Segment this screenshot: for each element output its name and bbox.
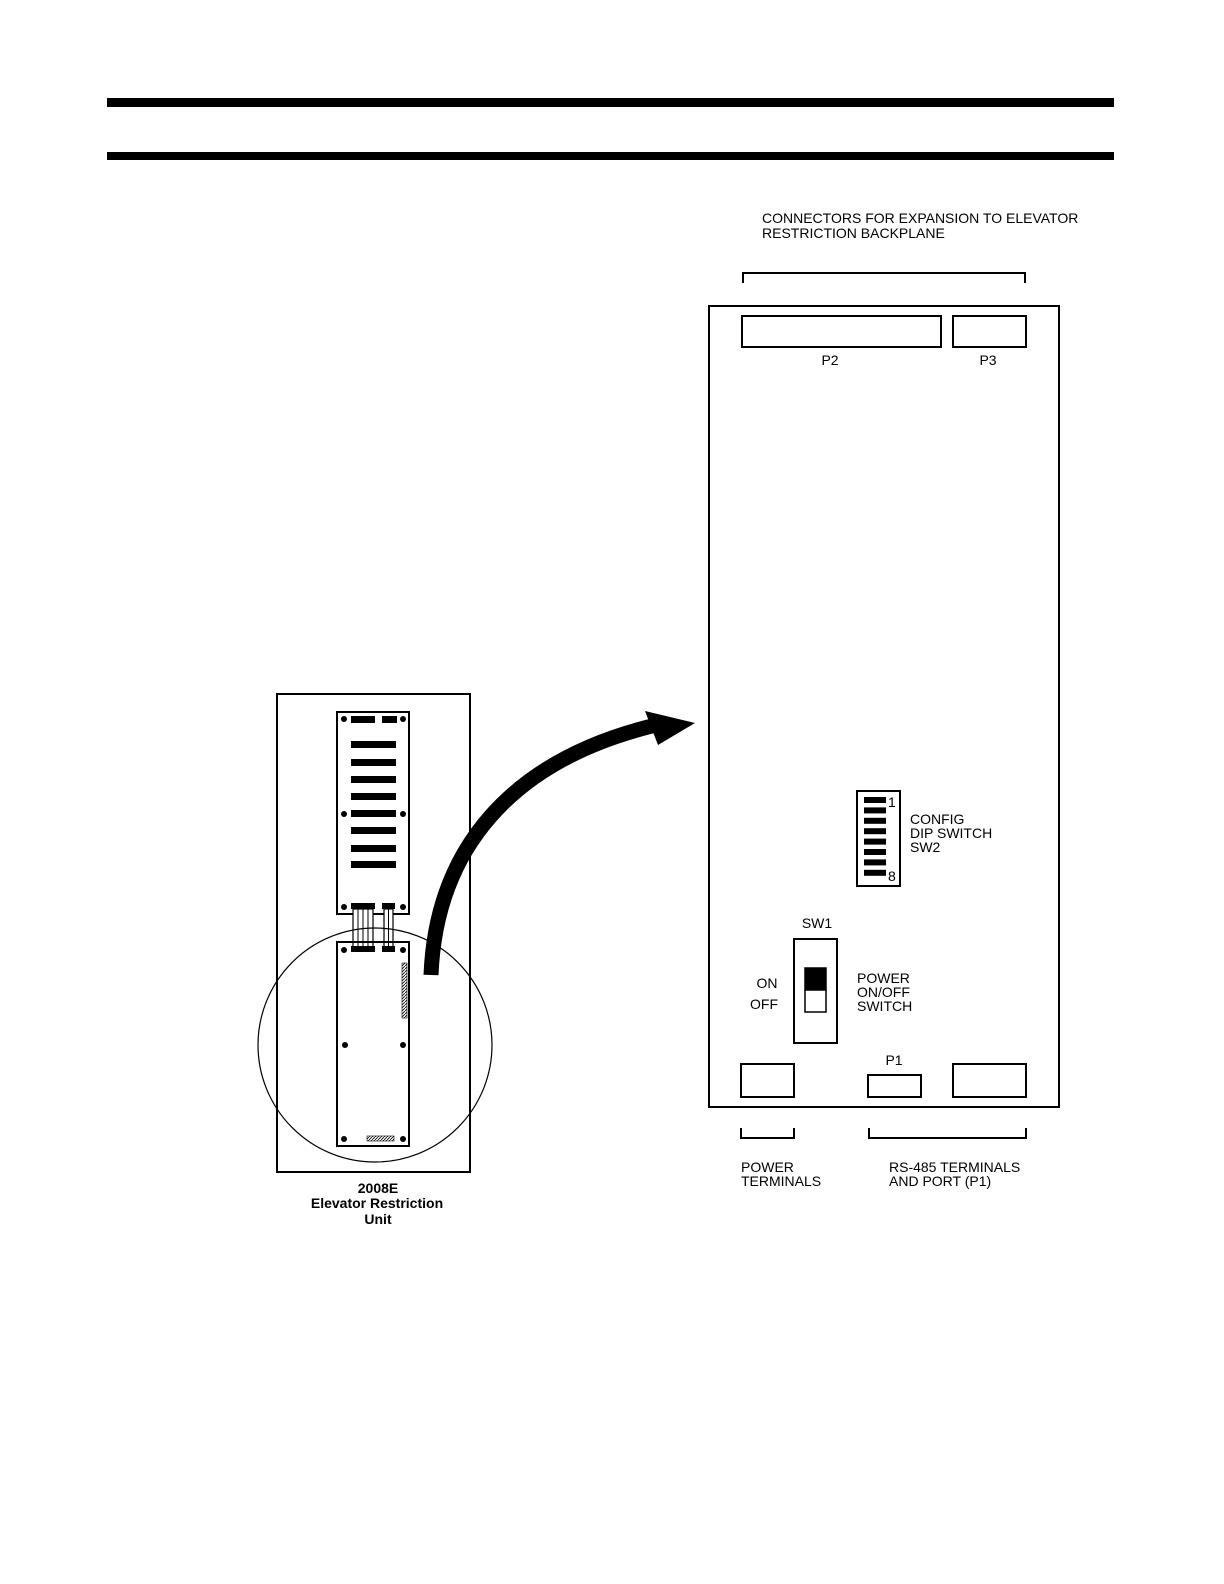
dip-lever xyxy=(864,849,886,855)
expansion-connector-bar xyxy=(351,759,396,766)
arrow-shaft xyxy=(431,725,656,975)
dip-number-bottom: 8 xyxy=(888,868,896,884)
mount-hole xyxy=(341,904,347,910)
mount-hole xyxy=(341,811,347,817)
p1-label: P1 xyxy=(885,1052,902,1068)
dip-lever xyxy=(864,859,886,865)
connectors-bracket xyxy=(743,273,1025,283)
rs485-label-line2: AND PORT (P1) xyxy=(889,1173,991,1189)
off-label: OFF xyxy=(750,996,778,1012)
on-label: ON xyxy=(757,975,778,991)
mount-hole xyxy=(400,947,406,953)
connector-p2 xyxy=(742,316,941,347)
dip-number-top: 1 xyxy=(888,794,896,810)
mount-hole xyxy=(400,904,406,910)
header-rule-bottom xyxy=(107,152,1114,160)
dip-lever xyxy=(864,828,886,834)
connector-p3 xyxy=(953,316,1026,347)
power-terminals-label-line2: TERMINALS xyxy=(741,1173,821,1189)
mount-hole xyxy=(341,947,347,953)
mount-hole xyxy=(341,1136,347,1142)
rs485-terminal-block xyxy=(953,1064,1026,1097)
mount-hole xyxy=(400,811,406,817)
expansion-connector-bar xyxy=(351,827,396,834)
dip-lever xyxy=(864,807,886,813)
sw1-label: SW1 xyxy=(802,915,833,931)
expansion-board-connectors xyxy=(351,741,396,868)
arrow-head xyxy=(645,711,695,745)
mount-hole xyxy=(342,1042,348,1048)
header-rule-top xyxy=(107,98,1114,107)
power-terminals-bracket xyxy=(741,1128,794,1138)
mount-hole xyxy=(400,1136,406,1142)
connector-p1 xyxy=(868,1075,921,1097)
main-board-hatch-strip xyxy=(402,963,407,1018)
sw1-lever-off xyxy=(805,990,826,1012)
expansion-connector-bar xyxy=(351,741,396,748)
p3-label: P3 xyxy=(979,352,996,368)
expansion-connector-bar xyxy=(351,861,396,868)
expansion-connector-bar xyxy=(351,793,396,800)
power-switch-label-line3: SWITCH xyxy=(857,998,912,1014)
dip-lever xyxy=(864,797,886,803)
expansion-connector-bar xyxy=(351,845,396,852)
mount-hole xyxy=(341,716,347,722)
mount-hole xyxy=(400,716,406,722)
expansion-connector-a xyxy=(351,716,375,723)
power-terminal-block xyxy=(741,1064,794,1097)
dip-lever xyxy=(864,870,886,876)
enlarged-board: CONNECTORS FOR EXPANSION TO ELEVATOR RES… xyxy=(709,210,1078,1189)
mount-hole xyxy=(400,1042,406,1048)
unit-name-line2: Unit xyxy=(364,1211,392,1227)
unit-name-line1: Elevator Restriction xyxy=(311,1195,443,1211)
dip-lever xyxy=(864,818,886,824)
dip-switch-levers xyxy=(864,797,886,876)
elevator-restriction-unit: 2008E Elevator Restriction Unit xyxy=(258,694,492,1227)
expansion-connector-bar xyxy=(351,776,396,783)
p2-label: P2 xyxy=(821,352,838,368)
magnify-circle xyxy=(258,928,492,1162)
expansion-connector-bar xyxy=(351,810,396,817)
rs485-bracket xyxy=(869,1128,1026,1138)
config-label-line3: SW2 xyxy=(910,839,941,855)
unit-model-label: 2008E xyxy=(358,1180,398,1196)
main-board-hatch-bottom xyxy=(367,1136,394,1141)
sw1-lever-on xyxy=(805,968,826,990)
connectors-label-line1: CONNECTORS FOR EXPANSION TO ELEVATOR xyxy=(762,210,1078,226)
connectors-label-line2: RESTRICTION BACKPLANE xyxy=(762,225,945,241)
dip-lever xyxy=(864,839,886,845)
expansion-connector-b xyxy=(382,716,397,723)
